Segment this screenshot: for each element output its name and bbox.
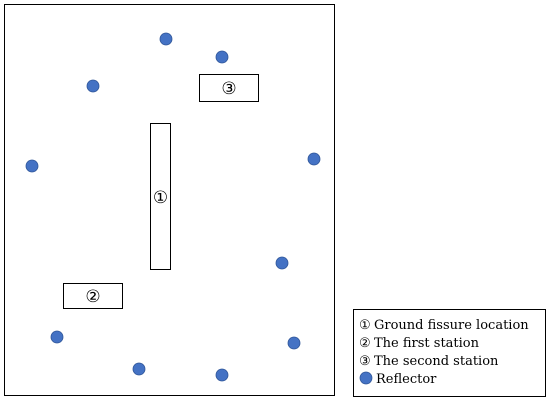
first-station: ② <box>63 283 123 309</box>
first-station-marker: ② <box>85 287 100 307</box>
reflector-dot <box>132 362 146 376</box>
legend-label: The first station <box>374 336 480 351</box>
legend: ① Ground fissure location ② The first st… <box>353 309 546 397</box>
ground-fissure-marker: ① <box>153 188 168 208</box>
legend-symbol: ③ <box>359 354 371 369</box>
legend-symbol: ① <box>359 318 371 333</box>
legend-box <box>353 309 546 397</box>
reflector-dot <box>215 368 229 382</box>
site-boundary <box>4 4 335 396</box>
legend-item-second-station: ③ The second station <box>359 354 499 369</box>
reflector-dot <box>25 159 39 173</box>
reflector-dot <box>275 256 289 270</box>
reflector-dot <box>307 152 321 166</box>
legend-item-ground-fissure: ① Ground fissure location <box>359 318 529 333</box>
legend-item-first-station: ② The first station <box>359 336 480 351</box>
reflector-dot <box>159 32 173 46</box>
reflector-dot <box>287 336 301 350</box>
reflector-dot <box>86 79 100 93</box>
reflectors <box>25 32 321 382</box>
ground-fissure-location: ① <box>150 123 171 270</box>
legend-label: The second station <box>374 354 499 369</box>
second-station: ③ <box>199 74 259 102</box>
reflector-legend-icon <box>359 371 373 385</box>
ground-fissure-box <box>150 123 171 270</box>
reflector-dot <box>50 330 64 344</box>
legend-item-reflector: Reflector <box>359 371 437 387</box>
first-station-box <box>63 283 123 309</box>
legend-symbol: ② <box>359 336 371 351</box>
legend-label: Reflector <box>376 372 437 387</box>
second-station-box <box>199 74 259 102</box>
reflector-dot <box>215 50 229 64</box>
legend-label: Ground fissure location <box>374 318 529 333</box>
second-station-marker: ③ <box>221 79 236 99</box>
